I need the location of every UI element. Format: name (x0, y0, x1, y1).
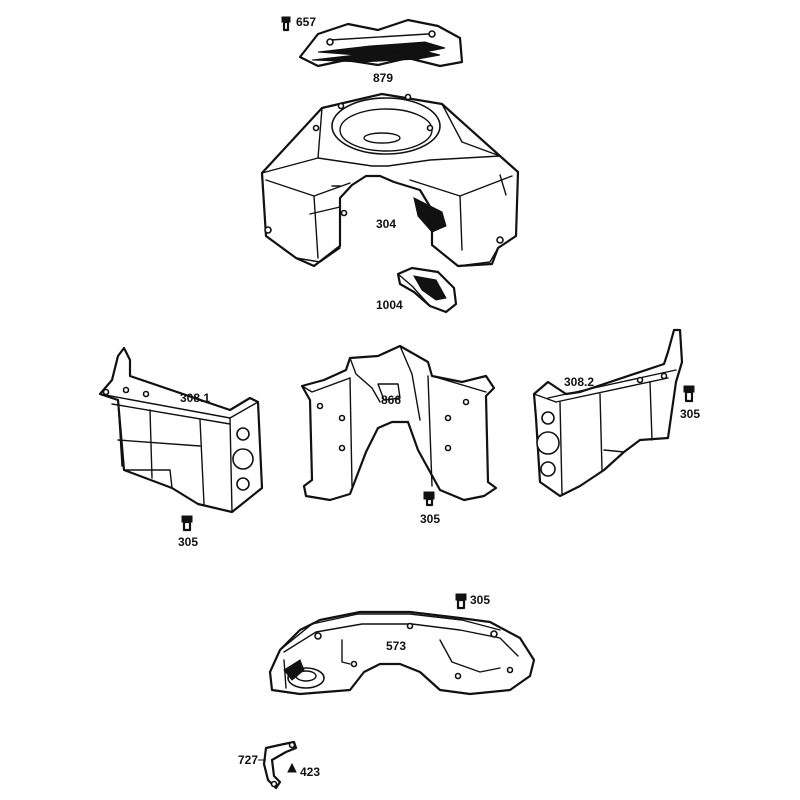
guide-1004[interactable] (396, 266, 458, 314)
label-308-2: 308.2 (564, 375, 594, 389)
screw-657[interactable] (281, 16, 291, 32)
nut-423[interactable] (287, 762, 297, 773)
label-305-center: 305 (420, 512, 440, 526)
label-308-1: 308.1 (180, 391, 210, 405)
screw-305-right[interactable] (683, 385, 695, 403)
base-plate-573[interactable] (268, 610, 536, 696)
screw-305-bottom[interactable] (455, 593, 467, 610)
label-305-bottom: 305 (470, 593, 490, 607)
baffle-866[interactable] (300, 344, 498, 502)
screw-305-left[interactable] (181, 515, 193, 532)
shroud-308-1[interactable] (98, 346, 264, 514)
blower-housing-304[interactable] (260, 92, 520, 268)
label-305-right: 305 (680, 407, 700, 421)
label-657: 657 (296, 15, 316, 29)
label-727: 727 (238, 753, 258, 767)
label-1004: 1004 (376, 298, 403, 312)
plate-879[interactable] (298, 18, 464, 68)
shroud-308-2[interactable] (532, 328, 684, 498)
label-304: 304 (376, 217, 396, 231)
clip-727[interactable] (258, 740, 298, 790)
label-573: 573 (386, 639, 406, 653)
screw-305-center[interactable] (423, 491, 435, 507)
label-879: 879 (373, 71, 393, 85)
label-423: 423 (300, 765, 320, 779)
label-305-left: 305 (178, 535, 198, 549)
label-866: 866 (381, 393, 401, 407)
